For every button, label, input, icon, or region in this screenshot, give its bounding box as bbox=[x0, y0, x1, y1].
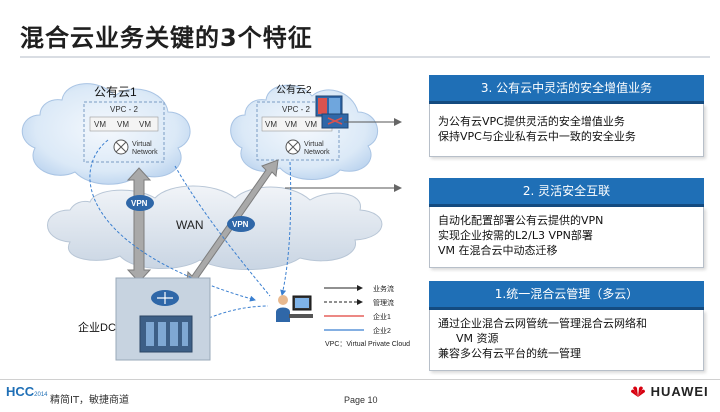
feature-panel-1: 1.统一混合云管理（多云） 通过企业混合云网管统一管理混合云网络和 VM 资源 … bbox=[429, 281, 704, 371]
admin-workstation-icon bbox=[276, 295, 313, 322]
cloud2-label: 公有云2 bbox=[276, 83, 312, 96]
public-cloud-2 bbox=[230, 84, 378, 180]
public-cloud-1 bbox=[21, 83, 191, 185]
network-diagram: WAN 公有云1 VPC - 2 VM VM VM Virtual Networ… bbox=[21, 83, 410, 361]
wan-cloud bbox=[47, 185, 383, 271]
cloud1-label: 公有云1 bbox=[94, 85, 137, 99]
enterprise-dc-label: 企业DC bbox=[78, 320, 116, 334]
vpn-label-left: VPN bbox=[131, 199, 148, 208]
legend-vpc-note: VPC：Virtual Private Cloud bbox=[325, 341, 410, 348]
feature-panel-1-line: VM 资源 bbox=[456, 332, 499, 345]
feature-panel-2: 2. 灵活安全互联 自动化配置部署公有云提供的VPN 实现企业按需的L2/L3 … bbox=[429, 178, 704, 268]
vpn-badge-left: VPN bbox=[126, 195, 154, 211]
feature-panel-1-line: 兼容多公有云平台的统一管理 bbox=[438, 347, 581, 360]
feature-panel-2-line: 实现企业按需的L2/L3 VPN部署 bbox=[438, 229, 593, 242]
feature-panel-3-body: 为公有云VPC提供灵活的安全增值业务 保持VPC与企业私有云中一致的安全业务 bbox=[429, 104, 704, 157]
virtual-network-icon-1 bbox=[113, 139, 129, 155]
feature-panel-1-header: 1.统一混合云管理（多云） bbox=[429, 281, 704, 310]
vm-label: VM bbox=[117, 120, 129, 129]
firewall-icon bbox=[315, 95, 349, 129]
vm-label: VM bbox=[94, 120, 106, 129]
virtual-network-label-1b: Network bbox=[132, 149, 158, 156]
vm-label: VM bbox=[139, 120, 151, 129]
legend-management-flow: 管理流 bbox=[373, 298, 394, 307]
legend-enterprise1: 企业1 bbox=[373, 312, 391, 321]
legend: 业务流 管理流 企业1 企业2 VPC：Virtual Private Clou… bbox=[324, 284, 410, 348]
vm-row-1: VM VM VM bbox=[89, 116, 159, 132]
wan-label: WAN bbox=[176, 218, 204, 232]
feature-panel-3-line: 为公有云VPC提供灵活的安全增值业务 bbox=[438, 115, 625, 128]
vpn-label-right: VPN bbox=[232, 220, 249, 229]
vpc-box-2 bbox=[256, 101, 340, 161]
feature-panel-3: 3. 公有云中灵活的安全增值业务 为公有云VPC提供灵活的安全增值业务 保持VP… bbox=[429, 75, 704, 157]
hcc-logo: HCC2014 bbox=[6, 383, 48, 401]
vpc-label-2: VPC - 2 bbox=[282, 105, 311, 114]
legend-enterprise2: 企业2 bbox=[373, 326, 391, 335]
footer-slogan: 精简IT，敏捷商道 bbox=[50, 395, 130, 406]
feature-panel-3-line: 保持VPC与企业私有云中一致的安全业务 bbox=[438, 130, 636, 143]
feature-panel-3-header: 3. 公有云中灵活的安全增值业务 bbox=[429, 75, 704, 104]
virtual-network-label-2: Virtual bbox=[304, 141, 324, 148]
enterprise-dc bbox=[115, 277, 211, 361]
huawei-wordmark: HUAWEI bbox=[650, 384, 709, 399]
feature-panel-2-body: 自动化配置部署公有云提供的VPN 实现企业按需的L2/L3 VPN部署 VM 在… bbox=[429, 207, 704, 268]
legend-business-flow: 业务流 bbox=[373, 284, 394, 293]
feature-panel-1-body: 通过企业混合云网管统一管理混合云网络和 VM 资源 兼容多公有云平台的统一管理 bbox=[429, 310, 704, 371]
page-title: 混合云业务关键的3个特征 bbox=[20, 24, 313, 52]
management-flow-2 bbox=[174, 165, 271, 297]
feature-panel-1-line: 通过企业混合云网管统一管理混合云网络和 bbox=[438, 317, 647, 330]
management-flow-3 bbox=[280, 161, 292, 296]
hcc-logo-text: HCC bbox=[6, 384, 35, 399]
vm-label: VM bbox=[305, 120, 317, 129]
footer-divider bbox=[0, 379, 720, 380]
vpc-box-1 bbox=[83, 101, 165, 163]
feature-panel-2-line: 自动化配置部署公有云提供的VPN bbox=[438, 214, 604, 227]
vm-label: VM bbox=[265, 120, 277, 129]
hcc-logo-year: 2014 bbox=[34, 392, 48, 398]
vpc-label-1: VPC - 2 bbox=[110, 105, 139, 114]
feature-panel-2-header: 2. 灵活安全互联 bbox=[429, 178, 704, 207]
huawei-logo: HUAWEI bbox=[630, 384, 709, 399]
title-divider bbox=[20, 56, 710, 58]
virtual-network-label-1: Virtual bbox=[132, 141, 152, 148]
virtual-network-icon-2 bbox=[285, 139, 301, 155]
vpn-badge-right: VPN bbox=[227, 216, 255, 232]
page-number: Page 10 bbox=[344, 395, 378, 405]
huawei-petal-icon bbox=[631, 386, 645, 397]
virtual-network-label-2b: Network bbox=[304, 149, 330, 156]
vm-label: VM bbox=[285, 120, 297, 129]
feature-panel-2-line: VM 在混合云中动态迁移 bbox=[438, 244, 558, 257]
